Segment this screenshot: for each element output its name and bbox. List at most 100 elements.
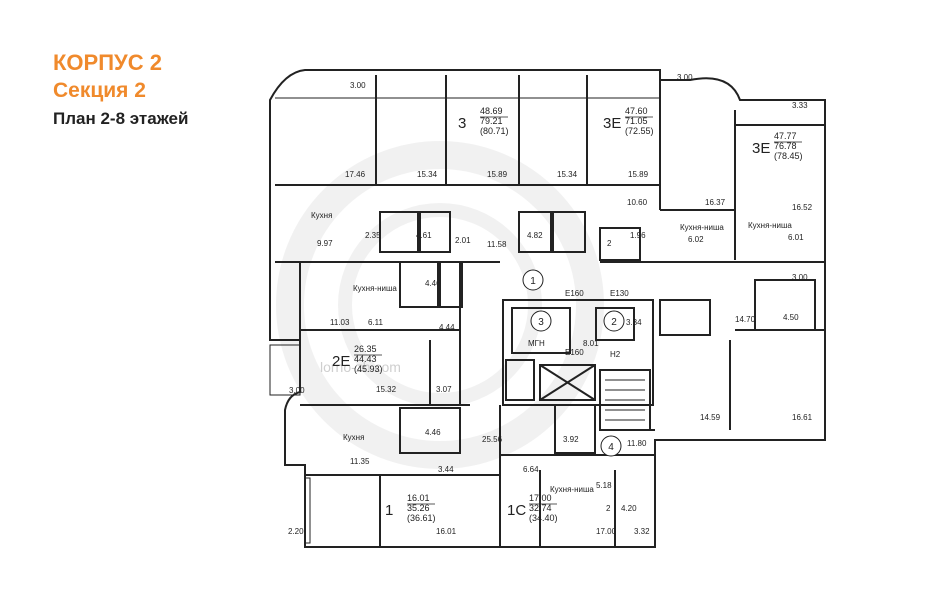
room-label: 10.60 [627, 198, 648, 207]
room-label: 4.46 [425, 279, 441, 288]
plan-subtitle: План 2-8 этажей [53, 109, 189, 128]
room-label: 3.00 [792, 273, 808, 282]
apartment-area-with-balcony: (78.45) [774, 151, 803, 161]
room-label: 5.18 [596, 481, 612, 490]
room-label: 3.32 [634, 527, 650, 536]
room-label: 17.00 [596, 527, 617, 536]
room-label: 3.92 [563, 435, 579, 444]
room-label: 16.52 [792, 203, 813, 212]
apartment-area-with-balcony: (45.93) [354, 364, 383, 374]
room-label: 6.64 [523, 465, 539, 474]
walls [269, 69, 826, 548]
room-label: 14.70 [735, 315, 756, 324]
apartment-living-area: 47.60 [625, 106, 648, 116]
room-label: 6.01 [788, 233, 804, 242]
apartment-total-area: 71.05 [625, 116, 648, 126]
apartment-rooms: 2Е [332, 353, 350, 370]
apartment-rooms: 1 [385, 502, 393, 519]
room-label: 16.37 [705, 198, 726, 207]
room-label: Н2 [610, 350, 621, 359]
room-label: 3.33 [792, 101, 808, 110]
watermark-text: lorno-zh.com [320, 359, 401, 375]
apartment-living-area: 47.77 [774, 131, 797, 141]
title-block: КОРПУС 2 Секция 2 План 2-8 этажей [53, 50, 188, 132]
room-label: 3.34 [626, 318, 642, 327]
room-label: 3.00 [677, 73, 693, 82]
room-label: Е160 [565, 348, 584, 357]
room-label: 6.02 [688, 235, 704, 244]
apartment-living-area: 16.01 [407, 493, 430, 503]
room-label: 3.00 [350, 81, 366, 90]
room-label: 3.07 [436, 385, 452, 394]
room-label: 14.59 [700, 413, 721, 422]
apartment-area-with-balcony: (36.61) [407, 513, 436, 523]
apartment-living-area: 26.35 [354, 344, 377, 354]
marker-number: 2 [611, 317, 617, 328]
room-label: 1.96 [630, 231, 646, 240]
apartment-total-area: 32.74 [529, 503, 552, 513]
room-label: 4.50 [783, 313, 799, 322]
room-label: Е130 [610, 289, 629, 298]
room-label: 15.34 [557, 170, 578, 179]
marker-circle [530, 310, 552, 332]
apartment-total-area: 76.78 [774, 141, 797, 151]
room-label: 15.89 [487, 170, 508, 179]
room-label: 15.34 [417, 170, 438, 179]
room-label: 4.46 [425, 428, 441, 437]
room-label: 16.01 [436, 527, 457, 536]
room-label: 2.01 [455, 236, 471, 245]
watermark-logo [276, 141, 604, 469]
room-label: Кухня [343, 433, 364, 442]
room-label: 6.11 [368, 318, 384, 327]
apartment-total-area: 79.21 [480, 116, 503, 126]
room-label: 3.44 [438, 465, 454, 474]
room-label: 8.01 [583, 339, 599, 348]
marker-circle [600, 435, 622, 457]
room-label: 4.20 [621, 504, 637, 513]
room-label: 15.32 [376, 385, 397, 394]
room-label: 2.20 [288, 527, 304, 536]
apartment-rooms: 3Е [603, 115, 621, 132]
apartment-rooms: 1С [507, 502, 526, 519]
marker-circle [522, 269, 544, 291]
room-label: 2 [606, 504, 611, 513]
room-label: 25.56 [482, 435, 503, 444]
apartment-living-area: 48.69 [480, 106, 503, 116]
building-title: КОРПУС 2 [53, 50, 162, 75]
section-title: Секция 2 [53, 79, 146, 102]
room-label: 16.61 [792, 413, 813, 422]
apartment-rooms: 3 [458, 115, 466, 132]
room-label: 11.58 [487, 240, 507, 249]
room-label: 2 [607, 239, 612, 248]
marker-number: 3 [538, 317, 544, 328]
room-label: 4.61 [416, 231, 432, 240]
room-label: Кухня-ниша [353, 284, 397, 293]
apartment-rooms: 3Е [752, 140, 770, 157]
room-label: 11.35 [350, 457, 370, 466]
room-label: 9.97 [317, 239, 333, 248]
room-label: 4.44 [439, 323, 455, 332]
room-label: 17.46 [345, 170, 366, 179]
room-label: Кухня [311, 211, 332, 220]
room-label: 3.00 [289, 386, 305, 395]
room-label: МГН [528, 339, 545, 348]
room-label: Кухня-ниша [748, 221, 792, 230]
room-label: 11.03 [330, 318, 350, 327]
room-label: Е160 [565, 289, 584, 298]
room-label: 15.89 [628, 170, 649, 179]
room-label: 4.82 [527, 231, 543, 240]
room-label: Кухня-ниша [550, 485, 594, 494]
marker-number: 1 [530, 276, 536, 287]
apartment-total-area: 44.43 [354, 354, 377, 364]
apartment-living-area: 17.00 [529, 493, 552, 503]
apartment-area-with-balcony: (72.55) [625, 126, 654, 136]
apartment-area-with-balcony: (80.71) [480, 126, 509, 136]
apartment-area-with-balcony: (34.40) [529, 513, 558, 523]
marker-circle [603, 310, 625, 332]
room-label: 11.80 [627, 439, 647, 448]
room-label: 2.35 [365, 231, 381, 240]
